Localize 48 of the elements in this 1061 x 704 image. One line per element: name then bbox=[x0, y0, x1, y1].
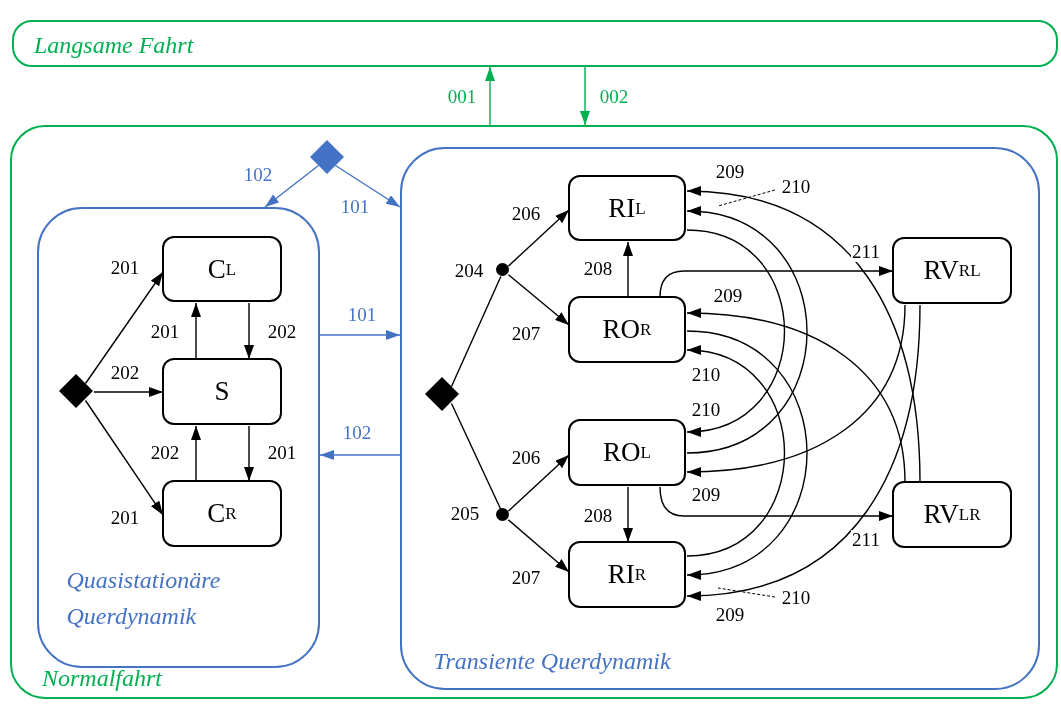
transition-arrow bbox=[507, 454, 570, 512]
transition-arrow bbox=[84, 271, 164, 385]
transition-arrow bbox=[686, 346, 786, 557]
transition-arrow bbox=[659, 486, 894, 521]
choice-diamond bbox=[425, 377, 459, 411]
region-title: Normalfahrt bbox=[42, 664, 163, 693]
transition-arrow bbox=[84, 399, 164, 516]
state-box: S bbox=[162, 358, 282, 425]
transition-arrow bbox=[686, 186, 921, 483]
callout-number: 210 bbox=[774, 175, 818, 199]
region-title: Langsame Fahrt bbox=[34, 31, 194, 60]
leader-line bbox=[717, 587, 776, 598]
state-region bbox=[10, 125, 1058, 699]
junction-label: 205 bbox=[449, 504, 481, 524]
transition-arrow bbox=[191, 425, 201, 482]
choice-diamond bbox=[309, 139, 344, 174]
leader-line bbox=[717, 189, 776, 207]
transition-arrow bbox=[623, 241, 633, 298]
junction-dot bbox=[496, 263, 509, 276]
state-region bbox=[12, 20, 1058, 67]
transition-arrow bbox=[686, 229, 786, 436]
region-title: Quasistationäre Querdynamik bbox=[66, 565, 222, 631]
transition-arrow bbox=[686, 207, 808, 454]
transition-arrow bbox=[264, 164, 320, 208]
transition-arrow bbox=[659, 266, 894, 298]
transition-arrow bbox=[686, 330, 808, 579]
transition-arrow bbox=[507, 209, 570, 267]
transition-arrow bbox=[319, 330, 401, 340]
junction-label: 204 bbox=[453, 261, 485, 281]
transition-arrow bbox=[191, 302, 201, 360]
state-region bbox=[399, 146, 1040, 690]
region-title: Transiente Querdynamik bbox=[433, 646, 671, 676]
state-region bbox=[36, 206, 320, 668]
transition-arrow bbox=[244, 302, 254, 360]
transition-arrow bbox=[507, 519, 570, 573]
transition-arrow bbox=[93, 387, 164, 397]
callout-number: 210 bbox=[774, 586, 818, 610]
choice-diamond bbox=[59, 374, 93, 408]
transition-arrow bbox=[244, 425, 254, 482]
transition-arrow bbox=[334, 164, 401, 208]
transition-arrow bbox=[623, 486, 633, 543]
transition-arrow bbox=[319, 450, 401, 460]
junction-dot bbox=[496, 508, 509, 521]
transition-arrow bbox=[485, 66, 495, 126]
transition-arrow bbox=[686, 304, 921, 601]
transition-arrow bbox=[507, 274, 570, 326]
transition-arrow bbox=[580, 66, 590, 126]
edge-label: 211 bbox=[851, 242, 881, 262]
